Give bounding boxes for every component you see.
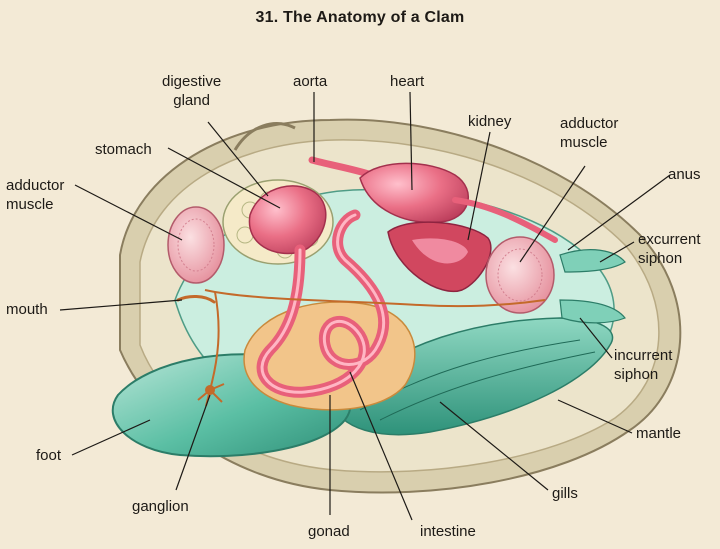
label-foot: foot — [36, 447, 62, 464]
adductor-muscle-left — [167, 206, 225, 284]
incurrent-siphon — [559, 299, 626, 324]
hinge — [233, 122, 296, 151]
stomach — [248, 185, 327, 255]
label-digestive-gland: digestive gland — [162, 73, 222, 109]
label-adductor-muscle-left: adductor muscle — [6, 177, 65, 213]
label-stomach: stomach — [95, 141, 152, 158]
label-adductor-muscle-right: adductor muscle — [560, 115, 619, 151]
ganglion-cluster — [197, 383, 225, 407]
label-kidney: kidney — [468, 113, 512, 130]
leader-lines — [59, 91, 671, 521]
label-excurrent-siphon: excurrent siphon — [638, 231, 701, 267]
label-ganglion: ganglion — [132, 498, 189, 515]
gill-body — [329, 317, 614, 436]
label-mantle: mantle — [636, 425, 682, 442]
nerve-cord — [204, 289, 546, 308]
excurrent-siphon — [559, 249, 626, 273]
label-heart: heart — [390, 73, 425, 90]
adductor-muscle-right — [485, 236, 555, 314]
label-mouth: mouth — [6, 301, 48, 318]
label-gills: gills — [552, 485, 578, 502]
mouth — [176, 295, 216, 304]
label-gonad: gonad — [308, 523, 350, 540]
label-anus: anus — [668, 166, 701, 183]
label-intestine: intestine — [420, 523, 476, 540]
figure-title: 31. The Anatomy of a Clam — [255, 9, 465, 26]
label-aorta: aorta — [293, 73, 328, 90]
label-incurrent-siphon: incurrent siphon — [614, 347, 673, 383]
